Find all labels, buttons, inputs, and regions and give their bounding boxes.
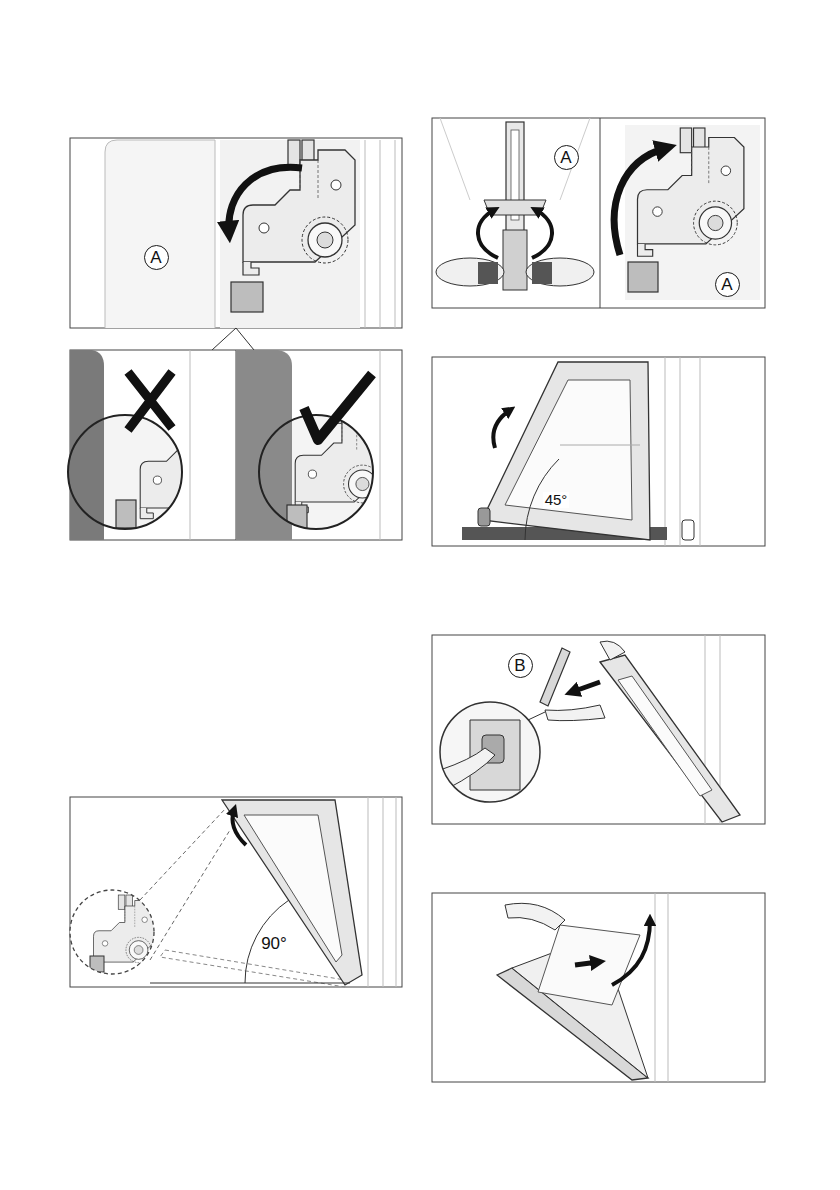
art-shape (493, 410, 510, 448)
art-shape (478, 210, 498, 258)
callout-circle: A (715, 272, 740, 297)
panel-door-90 (65, 797, 402, 987)
art-shape (432, 357, 765, 546)
art-shape (128, 372, 172, 430)
art-shape (70, 138, 402, 328)
art-shape (116, 500, 136, 528)
art-shape (545, 705, 605, 721)
art-shape (432, 893, 765, 1082)
art-shape (505, 380, 632, 520)
art-shape (665, 357, 700, 546)
art-shape (614, 148, 666, 255)
art-shape (244, 815, 342, 962)
art-shape (255, 402, 387, 535)
art-shape (575, 962, 598, 965)
art-shape (572, 682, 600, 692)
art-shape (432, 118, 765, 308)
callout-letter: A (721, 276, 732, 293)
art-shape (528, 712, 545, 720)
art-shape (365, 140, 395, 328)
art-shape (440, 748, 495, 790)
callout-letter: B (514, 657, 525, 674)
art-shape (438, 700, 542, 804)
art-shape (140, 408, 232, 519)
art-shape (233, 810, 247, 845)
art-shape (618, 676, 712, 796)
art-shape (231, 282, 263, 312)
panel-remove-glass (432, 893, 765, 1082)
art-shape (68, 415, 182, 529)
art-shape (70, 890, 154, 974)
art-shape (150, 983, 350, 984)
art-shape (526, 258, 594, 286)
art-shape (682, 520, 694, 540)
art-shape (612, 920, 650, 985)
art-shape (60, 410, 104, 535)
callout-circle: B (508, 653, 533, 678)
callout-circle: A (144, 245, 169, 270)
panel-wrong-right (60, 350, 402, 540)
art-shape (245, 900, 289, 983)
art-shape (600, 118, 601, 308)
art-shape (160, 950, 345, 987)
panel-hinge-release (432, 118, 765, 308)
art-shape (538, 925, 640, 1005)
art-shape (655, 893, 668, 1082)
art-shape (440, 702, 540, 802)
art-shape (60, 408, 232, 535)
angle-label: 45° (543, 492, 570, 509)
art-shape (368, 797, 396, 987)
art-shape (540, 648, 570, 706)
art-shape (478, 262, 498, 284)
art-shape (236, 350, 292, 540)
art-shape (229, 167, 302, 232)
art-shape (212, 328, 254, 350)
art-shape (65, 885, 160, 980)
panel-remove-cover (432, 635, 765, 824)
callout-letter: A (150, 249, 161, 266)
panel-door-45 (432, 357, 765, 546)
callout-circle: A (554, 145, 579, 170)
art-shape (287, 505, 307, 533)
art-shape (638, 128, 744, 256)
art-shape (304, 374, 372, 440)
art-shape (560, 445, 640, 446)
art-shape (436, 258, 504, 286)
art-shape (220, 140, 360, 328)
art-shape (484, 200, 546, 215)
art-shape (482, 362, 650, 540)
art-shape (438, 700, 542, 804)
art-shape (222, 800, 362, 985)
art-shape (505, 903, 565, 930)
panel-hinge-lock (70, 138, 402, 350)
art-shape (503, 230, 527, 290)
art-shape (532, 262, 552, 284)
art-shape (478, 508, 490, 526)
art-shape (65, 885, 160, 980)
art-shape (243, 140, 355, 275)
art-shape (625, 125, 760, 300)
art-shape (628, 262, 658, 292)
art-shape (432, 635, 765, 824)
angle-label: 90° (259, 935, 289, 954)
art-shape (600, 655, 740, 822)
callout-letter: A (560, 149, 571, 166)
art-shape (600, 641, 625, 660)
art-shape (532, 210, 552, 258)
art-shape (105, 140, 215, 328)
